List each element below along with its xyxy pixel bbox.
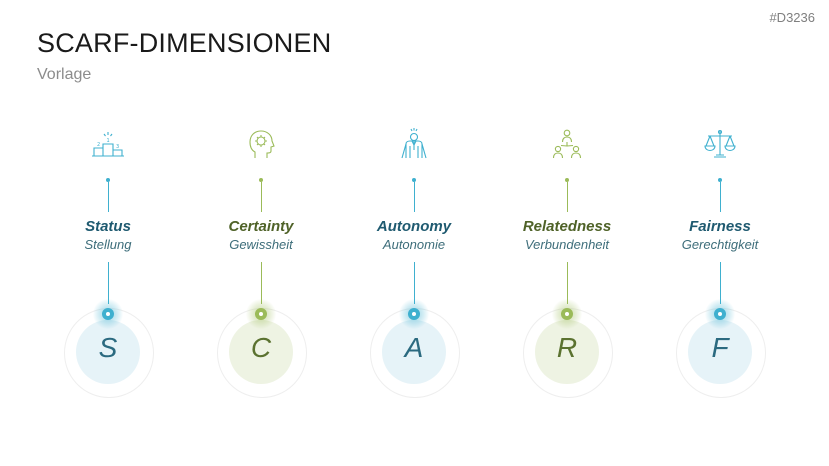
dimension-letter: A [404, 332, 424, 363]
letter-disc [229, 320, 293, 384]
letter-disc [535, 320, 599, 384]
letter-disc [688, 320, 752, 384]
letter-disc [76, 320, 140, 384]
dimension-label-en: Fairness [689, 218, 751, 235]
podium-icon: 1 2 3 [90, 126, 126, 162]
dimension-relatedness: Relatedness Verbundenheit R [497, 120, 637, 420]
connector-line [413, 182, 415, 212]
glow-marker-center [106, 312, 110, 316]
connector-line [719, 182, 721, 212]
connector-line [566, 182, 568, 212]
dimension-fairness: Fairness Gerechtigkeit F [650, 120, 790, 420]
connector-dot [718, 178, 722, 182]
page-title: SCARF-DIMENSIONEN [37, 28, 332, 58]
connector-line [260, 262, 262, 304]
person-cape-icon [396, 126, 432, 162]
dimension-label-de: Autonomie [382, 237, 446, 252]
dimension-label-de: Stellung [84, 237, 132, 252]
connector-dot [106, 178, 110, 182]
glow-marker-center [565, 312, 569, 316]
dimension-label-de: Verbundenheit [524, 237, 610, 252]
people-network-icon [549, 126, 585, 162]
connector-line [413, 262, 415, 304]
letter-disc [382, 320, 446, 384]
connector-dot [259, 178, 263, 182]
dimension-letter: C [250, 332, 272, 363]
svg-text:3: 3 [116, 144, 119, 150]
scales-icon [702, 126, 738, 162]
page-subtitle: Vorlage [37, 66, 92, 83]
dimension-label-en: Autonomy [376, 218, 452, 235]
glow-marker-center [259, 312, 263, 316]
connector-line [566, 262, 568, 304]
dimension-letter: S [98, 332, 118, 363]
svg-text:2: 2 [97, 142, 100, 148]
slide-id: #D3236 [769, 10, 815, 25]
connector-line [107, 182, 109, 212]
svg-text:1: 1 [107, 138, 110, 144]
dimension-autonomy: Autonomy Autonomie A [344, 120, 484, 420]
dimension-label-en: Status [85, 218, 131, 235]
dimension-label-de: Gerechtigkeit [681, 237, 759, 252]
glow-marker-center [412, 312, 416, 316]
dimension-status: 1 2 3 Status Stellung S [38, 120, 178, 420]
connector-line [107, 262, 109, 304]
dimension-certainty: Certainty Gewissheit C [191, 120, 331, 420]
connector-dot [412, 178, 416, 182]
connector-line [260, 182, 262, 212]
head-brain-icon [243, 126, 279, 162]
connector-line [719, 262, 721, 304]
connector-dot [565, 178, 569, 182]
dimension-label-en: Certainty [228, 218, 294, 235]
dimension-label-en: Relatedness [522, 218, 612, 235]
dimension-letter: F [711, 332, 729, 363]
dimension-letter: R [556, 332, 578, 363]
dimension-label-de: Gewissheit [229, 237, 293, 252]
glow-marker-center [718, 312, 722, 316]
